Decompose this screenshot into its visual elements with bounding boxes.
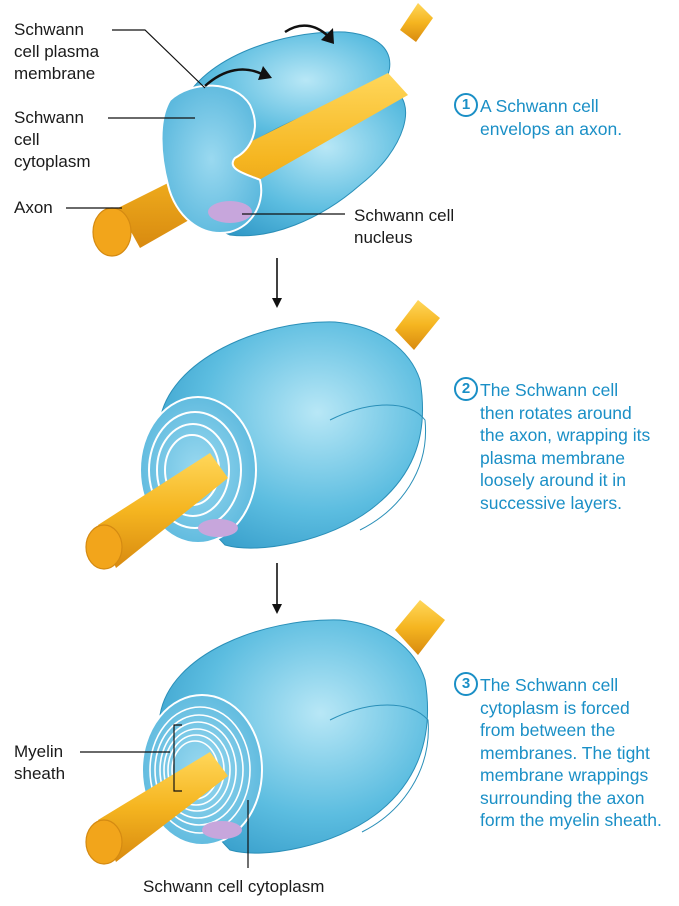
step-1-badge: 1 bbox=[454, 93, 478, 117]
label-schwann-nucleus: Schwann cell nucleus bbox=[354, 205, 454, 249]
label-axon: Axon bbox=[14, 197, 53, 219]
step-3-text: The Schwann cell cytoplasm is forced fro… bbox=[480, 674, 662, 832]
stage-3-illustration bbox=[86, 600, 445, 864]
label-schwann-cytoplasm-bottom: Schwann cell cytoplasm bbox=[143, 876, 324, 898]
nucleus-shape bbox=[208, 201, 252, 223]
down-arrow-icon bbox=[272, 258, 282, 308]
step-2-text: The Schwann cell then rotates around the… bbox=[480, 379, 650, 514]
step-3-badge: 3 bbox=[454, 672, 478, 696]
label-myelin-sheath: Myelin sheath bbox=[14, 741, 65, 785]
step-2-badge: 2 bbox=[454, 377, 478, 401]
down-arrow-icon bbox=[272, 563, 282, 614]
label-schwann-plasma-membrane: Schwann cell plasma membrane bbox=[14, 19, 99, 85]
label-schwann-cytoplasm: Schwann cell cytoplasm bbox=[14, 107, 91, 173]
stage-2-illustration bbox=[86, 300, 440, 569]
step-1-text: A Schwann cell envelops an axon. bbox=[480, 95, 622, 140]
